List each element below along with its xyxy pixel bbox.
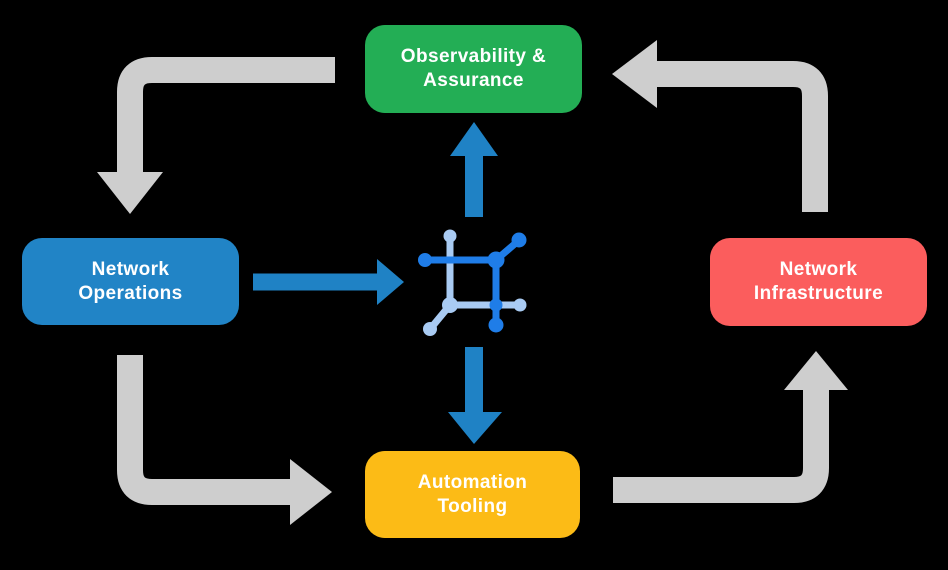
node-operations-label-line1: Network <box>91 258 170 280</box>
arrow-operations-to-tooling-head <box>290 459 332 525</box>
node-observability-assurance: Observability & Assurance <box>365 25 582 113</box>
icon-node-right <box>513 298 527 312</box>
node-infrastructure-label-line2: Infrastructure <box>753 283 884 304</box>
arrow-center-to-observability-head <box>450 122 498 156</box>
arrow-observability-to-operations-line <box>117 57 335 174</box>
network-platform-icon <box>418 229 527 336</box>
arrow-operations-to-tooling <box>117 355 332 525</box>
arrow-tooling-to-infrastructure-line <box>613 390 829 503</box>
node-observability-label-line1: Observability & <box>400 46 547 67</box>
arrow-tooling-to-infrastructure-head <box>784 351 848 390</box>
arrow-tooling-to-infrastructure <box>613 351 848 503</box>
node-infrastructure-label-line1: Network <box>779 259 858 280</box>
arrow-infrastructure-to-observability-head <box>612 40 657 108</box>
arrow-operations-to-center <box>253 259 404 305</box>
node-operations-label-line2: Operations <box>78 282 183 304</box>
icon-corner-bottom-left <box>442 297 458 313</box>
node-network-infrastructure: Network Infrastructure <box>710 238 927 326</box>
arrow-operations-to-center-head <box>377 259 404 305</box>
arrow-observability-to-operations-head <box>97 172 163 214</box>
icon-node-top <box>443 229 457 243</box>
icon-corner-bottom-right <box>489 298 503 312</box>
arrow-center-to-tooling-head <box>448 412 502 444</box>
node-network-operations: Network Operations <box>22 238 239 325</box>
node-automation-tooling: Automation Tooling <box>365 451 580 538</box>
icon-node-top-right <box>511 232 527 248</box>
arrow-operations-to-tooling-line <box>117 355 290 505</box>
arrow-center-to-observability <box>450 122 498 217</box>
node-tooling-label-line1: Automation <box>417 471 528 493</box>
node-observability-label-line2: Assurance <box>423 70 524 91</box>
node-tooling-label-line2: Tooling <box>437 495 508 517</box>
icon-node-left <box>418 253 432 267</box>
icon-node-bottom-left <box>423 322 437 336</box>
icon-node-bottom <box>488 317 504 333</box>
arrow-center-to-tooling <box>448 347 502 444</box>
arrow-observability-to-operations <box>97 57 335 214</box>
arrow-infrastructure-to-observability-line <box>657 61 828 212</box>
arrow-infrastructure-to-observability <box>612 40 828 212</box>
icon-corner-top-right <box>487 251 505 269</box>
